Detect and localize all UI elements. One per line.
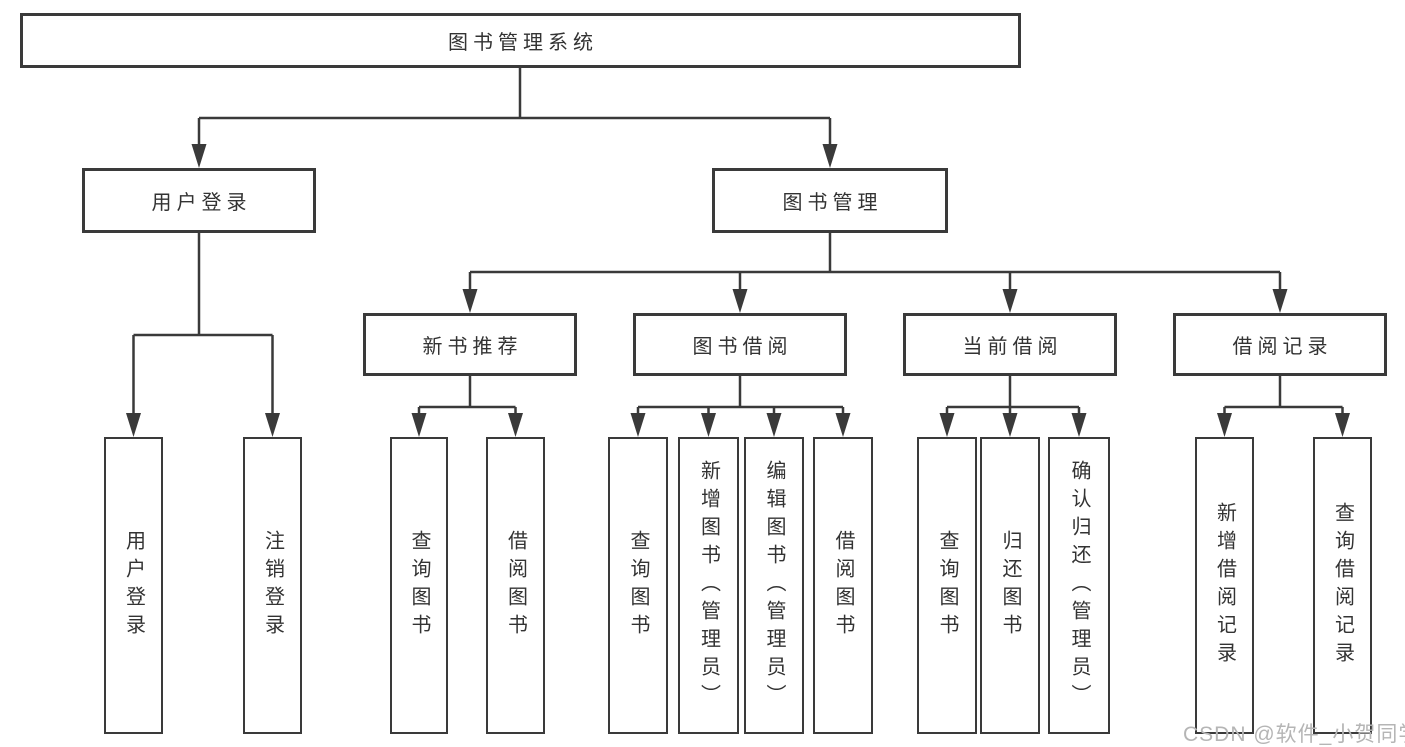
leaf-bb-edit-books-admin: 编辑图书（管理员）: [744, 437, 804, 734]
leaf-bb-query-books: 查询图书: [608, 437, 668, 734]
arrow-icon: [191, 144, 207, 168]
node-root: 图书管理系统: [20, 13, 1021, 68]
node-borrow-records: 借阅记录: [1173, 313, 1387, 376]
node-label: 编辑图书（管理员）: [763, 459, 785, 712]
node-label: 新增图书（管理员）: [697, 459, 720, 712]
leaf-nb-borrow-books: 借阅图书: [486, 437, 545, 734]
arrow-icon: [1272, 289, 1288, 313]
node-label: 借阅图书: [504, 529, 527, 642]
connector-path: [132, 68, 1344, 415]
leaf-cb-query-books: 查询图书: [917, 437, 977, 734]
arrow-icon: [701, 413, 716, 437]
node-label: 图书借阅: [692, 336, 793, 358]
arrow-icon: [411, 413, 427, 437]
node-book-borrow: 图书借阅: [633, 313, 847, 376]
arrow-icon: [462, 289, 478, 313]
arrow-icon: [766, 413, 782, 437]
node-user-login: 用户登录: [82, 168, 316, 233]
node-label: 查询图书: [627, 529, 649, 642]
leaf-bb-add-books-admin: 新增图书（管理员）: [678, 437, 739, 734]
node-label: 归还图书: [999, 529, 1021, 642]
node-label: 新增借阅记录: [1213, 501, 1236, 670]
leaf-br-query-record: 查询借阅记录: [1313, 437, 1372, 734]
arrow-icon: [126, 413, 141, 437]
node-book-mgmt: 图书管理: [712, 168, 948, 233]
arrow-icon: [1071, 413, 1087, 437]
node-label: 图书管理: [782, 192, 883, 214]
node-label: 用户登录: [122, 529, 145, 642]
node-label: 查询图书: [408, 529, 430, 642]
arrow-icon: [1335, 413, 1350, 437]
leaf-nb-query-books: 查询图书: [390, 437, 448, 734]
watermark: CSDN @软件_小贺同学: [1183, 723, 1405, 746]
node-label: 用户登录: [151, 192, 252, 214]
node-label: 新书推荐: [422, 336, 523, 358]
arrow-icon: [265, 413, 280, 437]
leaf-br-add-record: 新增借阅记录: [1195, 437, 1254, 734]
arrow-icon: [1002, 289, 1018, 313]
node-label: 查询借阅记录: [1331, 501, 1354, 670]
arrow-icon: [835, 413, 851, 437]
node-label: 注销登录: [261, 529, 284, 642]
node-label: 确认归还（管理员）: [1068, 459, 1090, 712]
arrow-icon: [1217, 413, 1232, 437]
arrow-icon: [939, 413, 955, 437]
leaf-logout: 注销登录: [243, 437, 302, 734]
node-current-borrow: 当前借阅: [903, 313, 1117, 376]
leaf-cb-return-books: 归还图书: [980, 437, 1040, 734]
arrow-icon: [508, 413, 523, 437]
arrowheads: [126, 144, 1350, 437]
arrow-icon: [732, 289, 748, 313]
leaf-user-login: 用户登录: [104, 437, 163, 734]
arrow-icon: [822, 144, 838, 168]
arrow-icon: [1002, 413, 1018, 437]
node-label: 查询图书: [936, 529, 958, 642]
node-label: 借阅记录: [1232, 336, 1333, 358]
node-label: 借阅图书: [832, 529, 854, 642]
node-new-books: 新书推荐: [363, 313, 577, 376]
arrow-icon: [630, 413, 646, 437]
leaf-bb-borrow-books: 借阅图书: [813, 437, 873, 734]
node-label: 图书管理系统: [448, 32, 598, 54]
node-label: 当前借阅: [962, 336, 1063, 358]
leaf-cb-confirm-return-admin: 确认归还（管理员）: [1048, 437, 1110, 734]
